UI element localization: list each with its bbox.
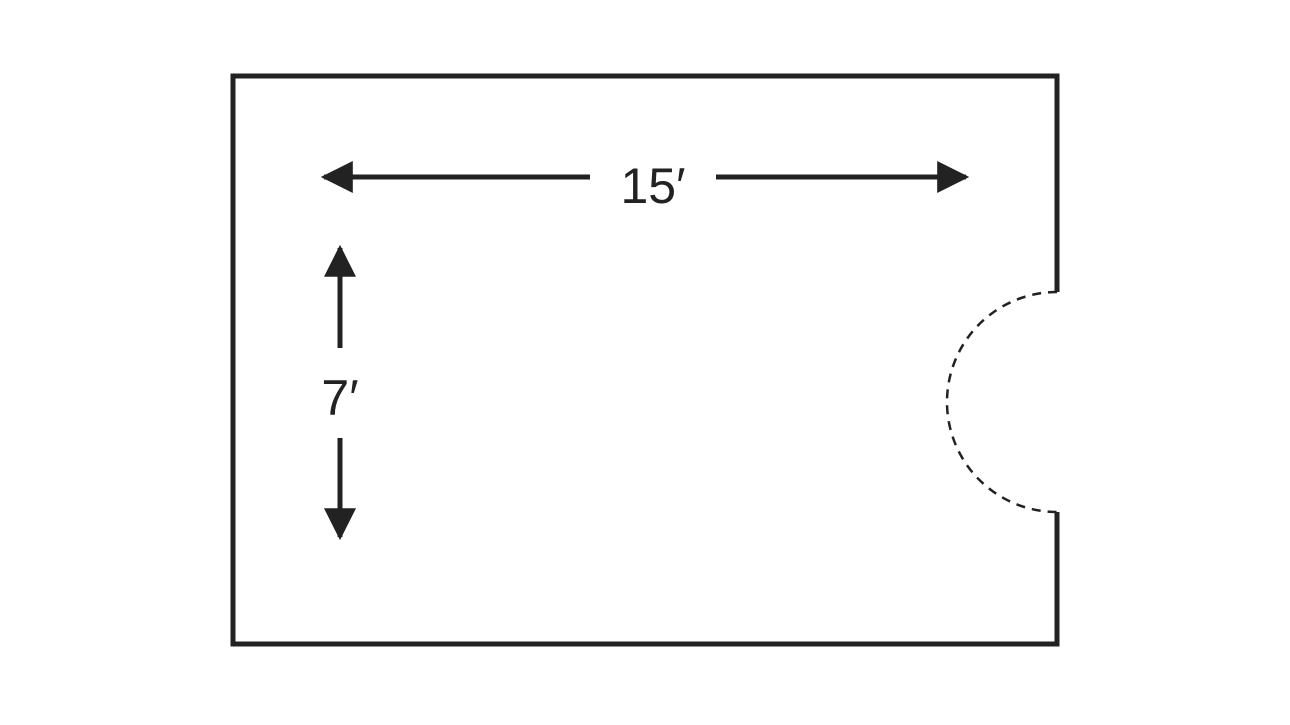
width-label: 15′ [621,158,686,214]
height-label: 7′ [321,370,358,426]
door-swing-arc [945,290,1058,514]
room-outline [230,73,1060,647]
